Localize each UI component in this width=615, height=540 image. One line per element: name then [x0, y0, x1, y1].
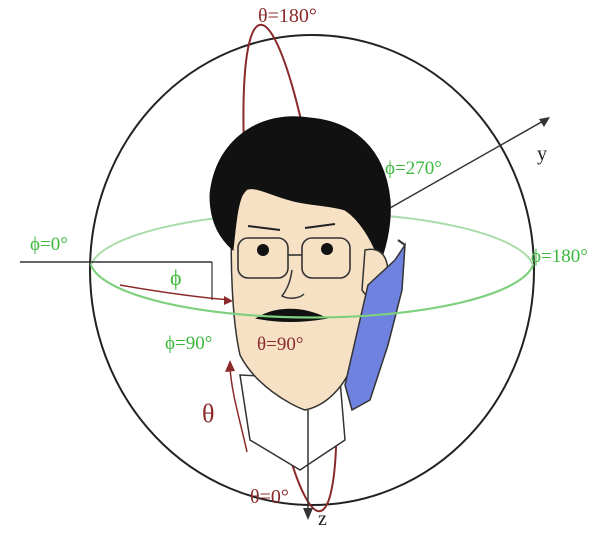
theta-90-label: θ=90° [257, 334, 303, 355]
phi-0-label: ϕ=0° [30, 234, 68, 255]
theta-0-label: θ=0° [250, 486, 289, 508]
left-eye [257, 244, 269, 256]
theta-arc [229, 367, 248, 453]
equator-front [89, 264, 535, 319]
phi-270-label: ϕ=270° [385, 158, 442, 179]
y-axis-arrowhead [539, 117, 550, 127]
phi-90-label: ϕ=90° [165, 333, 212, 354]
phi-180-label: ϕ=180° [531, 246, 588, 267]
y-axis [389, 119, 546, 209]
phi-arc-arrowhead [224, 296, 233, 305]
eyebrows [247, 223, 336, 231]
z-axis-arrowhead [303, 508, 313, 520]
phi-arc [119, 284, 231, 301]
sphere-outline [89, 34, 535, 506]
nose [280, 269, 305, 299]
mobile-phone-icon [344, 239, 406, 412]
phi-symbol: ϕ [170, 265, 182, 290]
theta-symbol: θ [202, 399, 214, 428]
z-axis-label: z [318, 508, 327, 530]
glasses [237, 237, 351, 279]
y-axis-label: y [537, 143, 547, 165]
theta-arc-arrowhead [225, 360, 235, 372]
theta-180-label: θ=180° [258, 5, 317, 27]
hair [209, 116, 391, 264]
right-eye [321, 243, 333, 255]
